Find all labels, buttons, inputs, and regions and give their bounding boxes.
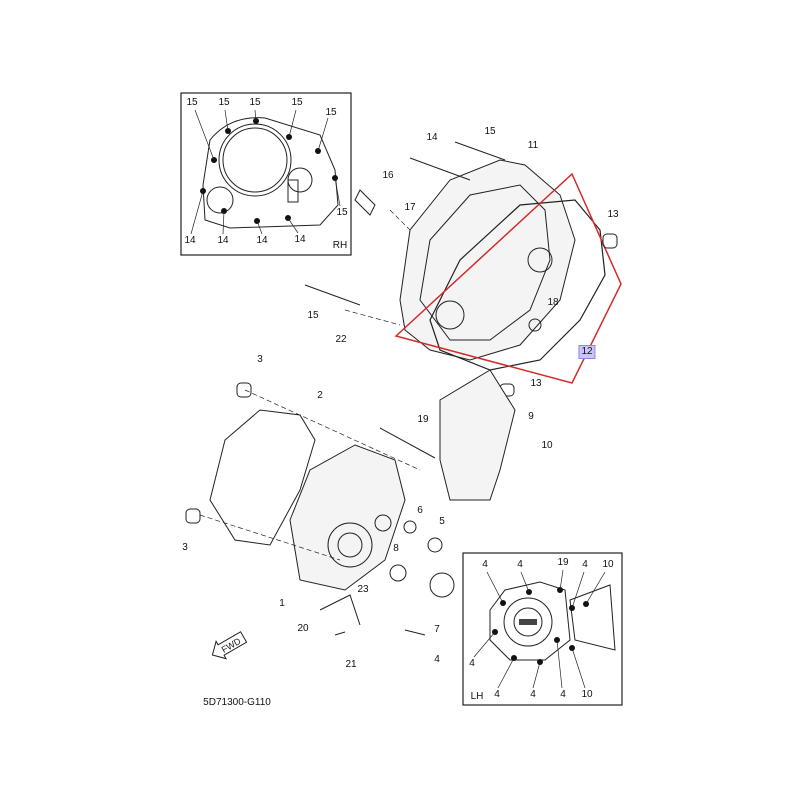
sprocket-cover-9 (439, 369, 516, 501)
callout-16: 16 (382, 170, 394, 181)
callout-5: 5 (439, 516, 445, 527)
callout-22: 22 (335, 334, 347, 345)
rh-cover-sketch (202, 117, 339, 229)
callout-12-highlighted[interactable]: 12 (578, 345, 596, 359)
callout-8: 8 (393, 543, 399, 554)
lh-callout: 4 (560, 689, 566, 700)
callout-6: 6 (417, 505, 423, 516)
rh-callout: 15 (336, 207, 348, 218)
callout-2: 2 (317, 390, 323, 401)
gasket-12 (429, 199, 606, 371)
rh-inset-frame (180, 92, 352, 256)
callout-11: 11 (527, 140, 539, 151)
diagram-code: 5D71300-G110 (203, 697, 271, 708)
callout-15: 15 (484, 126, 496, 137)
callout-23: 23 (357, 584, 369, 595)
callout-15: 15 (307, 310, 319, 321)
callout-21: 21 (345, 659, 357, 670)
lh-callout: 4 (582, 559, 588, 570)
lh-callout: 4 (517, 559, 523, 570)
lh-side-label: LH (470, 691, 484, 702)
callout-7: 7 (434, 624, 440, 635)
rh-side-label: RH (332, 240, 348, 251)
callout-13: 13 (607, 209, 619, 220)
callout-4: 4 (434, 654, 440, 665)
fwd-arrow-icon: FWD (211, 631, 248, 660)
rh-callout: 14 (184, 235, 196, 246)
callout-9: 9 (528, 411, 534, 422)
callout-3: 3 (182, 542, 188, 553)
rh-leader-lines (190, 109, 341, 235)
rh-callout: 14 (256, 235, 268, 246)
rh-callout: 15 (325, 107, 337, 118)
lh-inset-frame (462, 552, 623, 706)
lh-callout: 10 (581, 689, 593, 700)
fwd-label: FWD (220, 636, 243, 655)
callout-3: 3 (257, 354, 263, 365)
crankcase-cover-11 (399, 159, 576, 361)
rh-callout: 14 (294, 234, 306, 245)
rh-callout: 15 (186, 97, 198, 108)
lh-cover-sketch (489, 581, 616, 661)
generator-cover-1 (289, 444, 406, 591)
rh-callout: 15 (291, 97, 303, 108)
lh-leader-lines (473, 569, 606, 689)
rh-callout: 15 (218, 97, 230, 108)
callout-13: 13 (530, 378, 542, 389)
rh-callout: 14 (217, 235, 229, 246)
lh-callout: 4 (469, 658, 475, 669)
rh-callout: 15 (249, 97, 261, 108)
assembly-lines (199, 209, 421, 561)
lh-callout: 10 (602, 559, 614, 570)
small-parts (319, 520, 455, 636)
callout-1: 1 (279, 598, 285, 609)
gasket-2 (209, 409, 316, 546)
callout-19: 19 (417, 414, 429, 425)
callout-14: 14 (426, 132, 438, 143)
callout-17: 17 (404, 202, 416, 213)
lh-callout: 19 (557, 557, 569, 568)
lh-callout: 4 (494, 689, 500, 700)
callout-18: 18 (547, 297, 559, 308)
callout-10: 10 (541, 440, 553, 451)
callout-20: 20 (297, 623, 309, 634)
lh-callout: 4 (530, 689, 536, 700)
lh-callout: 4 (482, 559, 488, 570)
highlight-outline (394, 172, 622, 384)
